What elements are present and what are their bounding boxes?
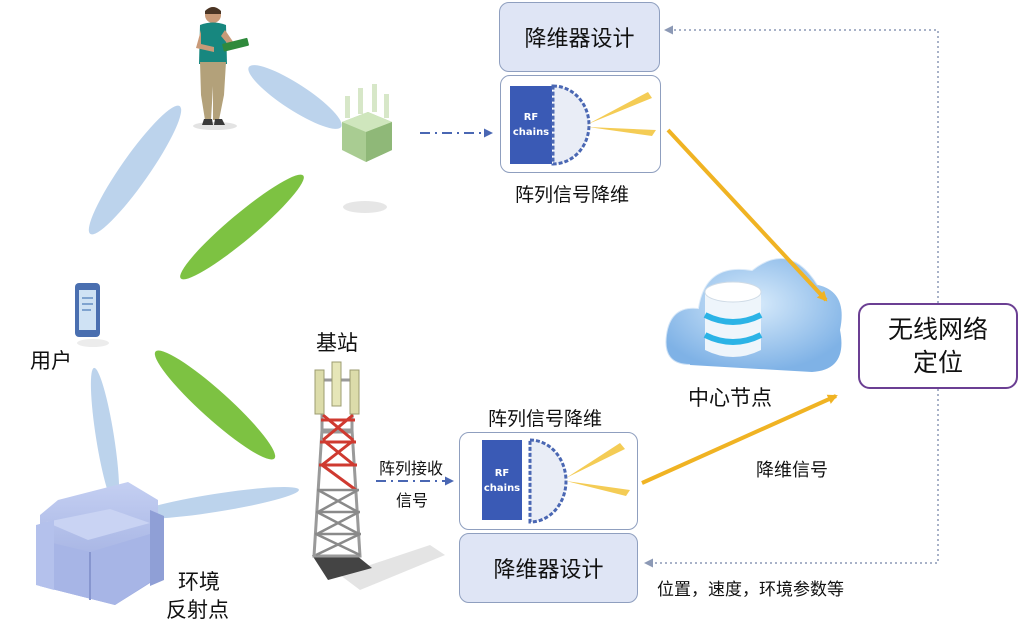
beam-top-1 [588, 92, 652, 124]
green-beam-user-to-ap [180, 174, 304, 280]
base-station-tower-icon [312, 361, 445, 590]
localization-line-2: 定位 [912, 348, 963, 377]
feedback-label: 位置，速度，环境参数等 [657, 580, 844, 600]
rf-label-top: RF [524, 112, 539, 123]
base-station-label: 基站 [316, 331, 358, 355]
feedback-top-dashed-line [664, 25, 939, 303]
beam-bottom-2 [566, 481, 630, 496]
propagation-beams [88, 65, 342, 519]
green-beam-user-to-tower [154, 350, 276, 460]
localization-line-1: 无线网络 [887, 315, 988, 344]
localization-output-box: 无线网络 定位 [858, 303, 1018, 389]
center-node-label: 中心节点 [688, 386, 772, 410]
rf-label-bottom: RF [495, 468, 510, 479]
reflector-label-line-1: 环境 [178, 570, 220, 594]
antenna-array-bottom [528, 438, 568, 524]
array-panel-top-graphic: RF chains [510, 84, 656, 166]
dimred-signal-label: 降维信号 [756, 460, 828, 481]
dimension-reducer-design-top: 降维器设计 [499, 2, 660, 72]
antenna-array-top [551, 84, 591, 166]
access-point-icon [342, 84, 392, 213]
beam-top-2 [588, 127, 656, 136]
bottom-panel-to-center-arrow [641, 394, 838, 485]
top-panel-to-center-arrow [666, 128, 828, 302]
user-label: 用户 [30, 349, 72, 373]
chains-label-top: chains [513, 127, 549, 138]
array-panel-bottom-graphic: RF chains [482, 438, 630, 524]
rf-chains-block-top [510, 86, 552, 164]
rf-chains-block-bottom [482, 440, 522, 520]
array-receive-label-line-2: 信号 [396, 491, 429, 510]
chains-label-bottom: chains [484, 483, 520, 494]
reflector-label-line-2: 反射点 [166, 598, 229, 622]
array-dimred-label-top: 阵列信号降维 [515, 184, 630, 206]
blue-beam-reflector-to-tower [131, 487, 299, 519]
smartphone-icon [75, 283, 109, 347]
blue-beam-person-to-ap [248, 65, 342, 129]
person-icon [193, 7, 249, 130]
blue-beam-user-to-person [88, 105, 182, 235]
array-receive-label-line-1: 阵列接收 [379, 459, 444, 478]
sofa-icon [36, 482, 164, 605]
dimension-reducer-design-bottom: 降维器设计 [459, 533, 638, 603]
database-icon [703, 281, 763, 357]
central-node-cloud-icon [664, 257, 842, 372]
blue-beam-user-to-reflector [90, 367, 120, 507]
beam-bottom-1 [566, 443, 625, 478]
array-dimred-label-bottom: 阵列信号降维 [488, 408, 603, 430]
